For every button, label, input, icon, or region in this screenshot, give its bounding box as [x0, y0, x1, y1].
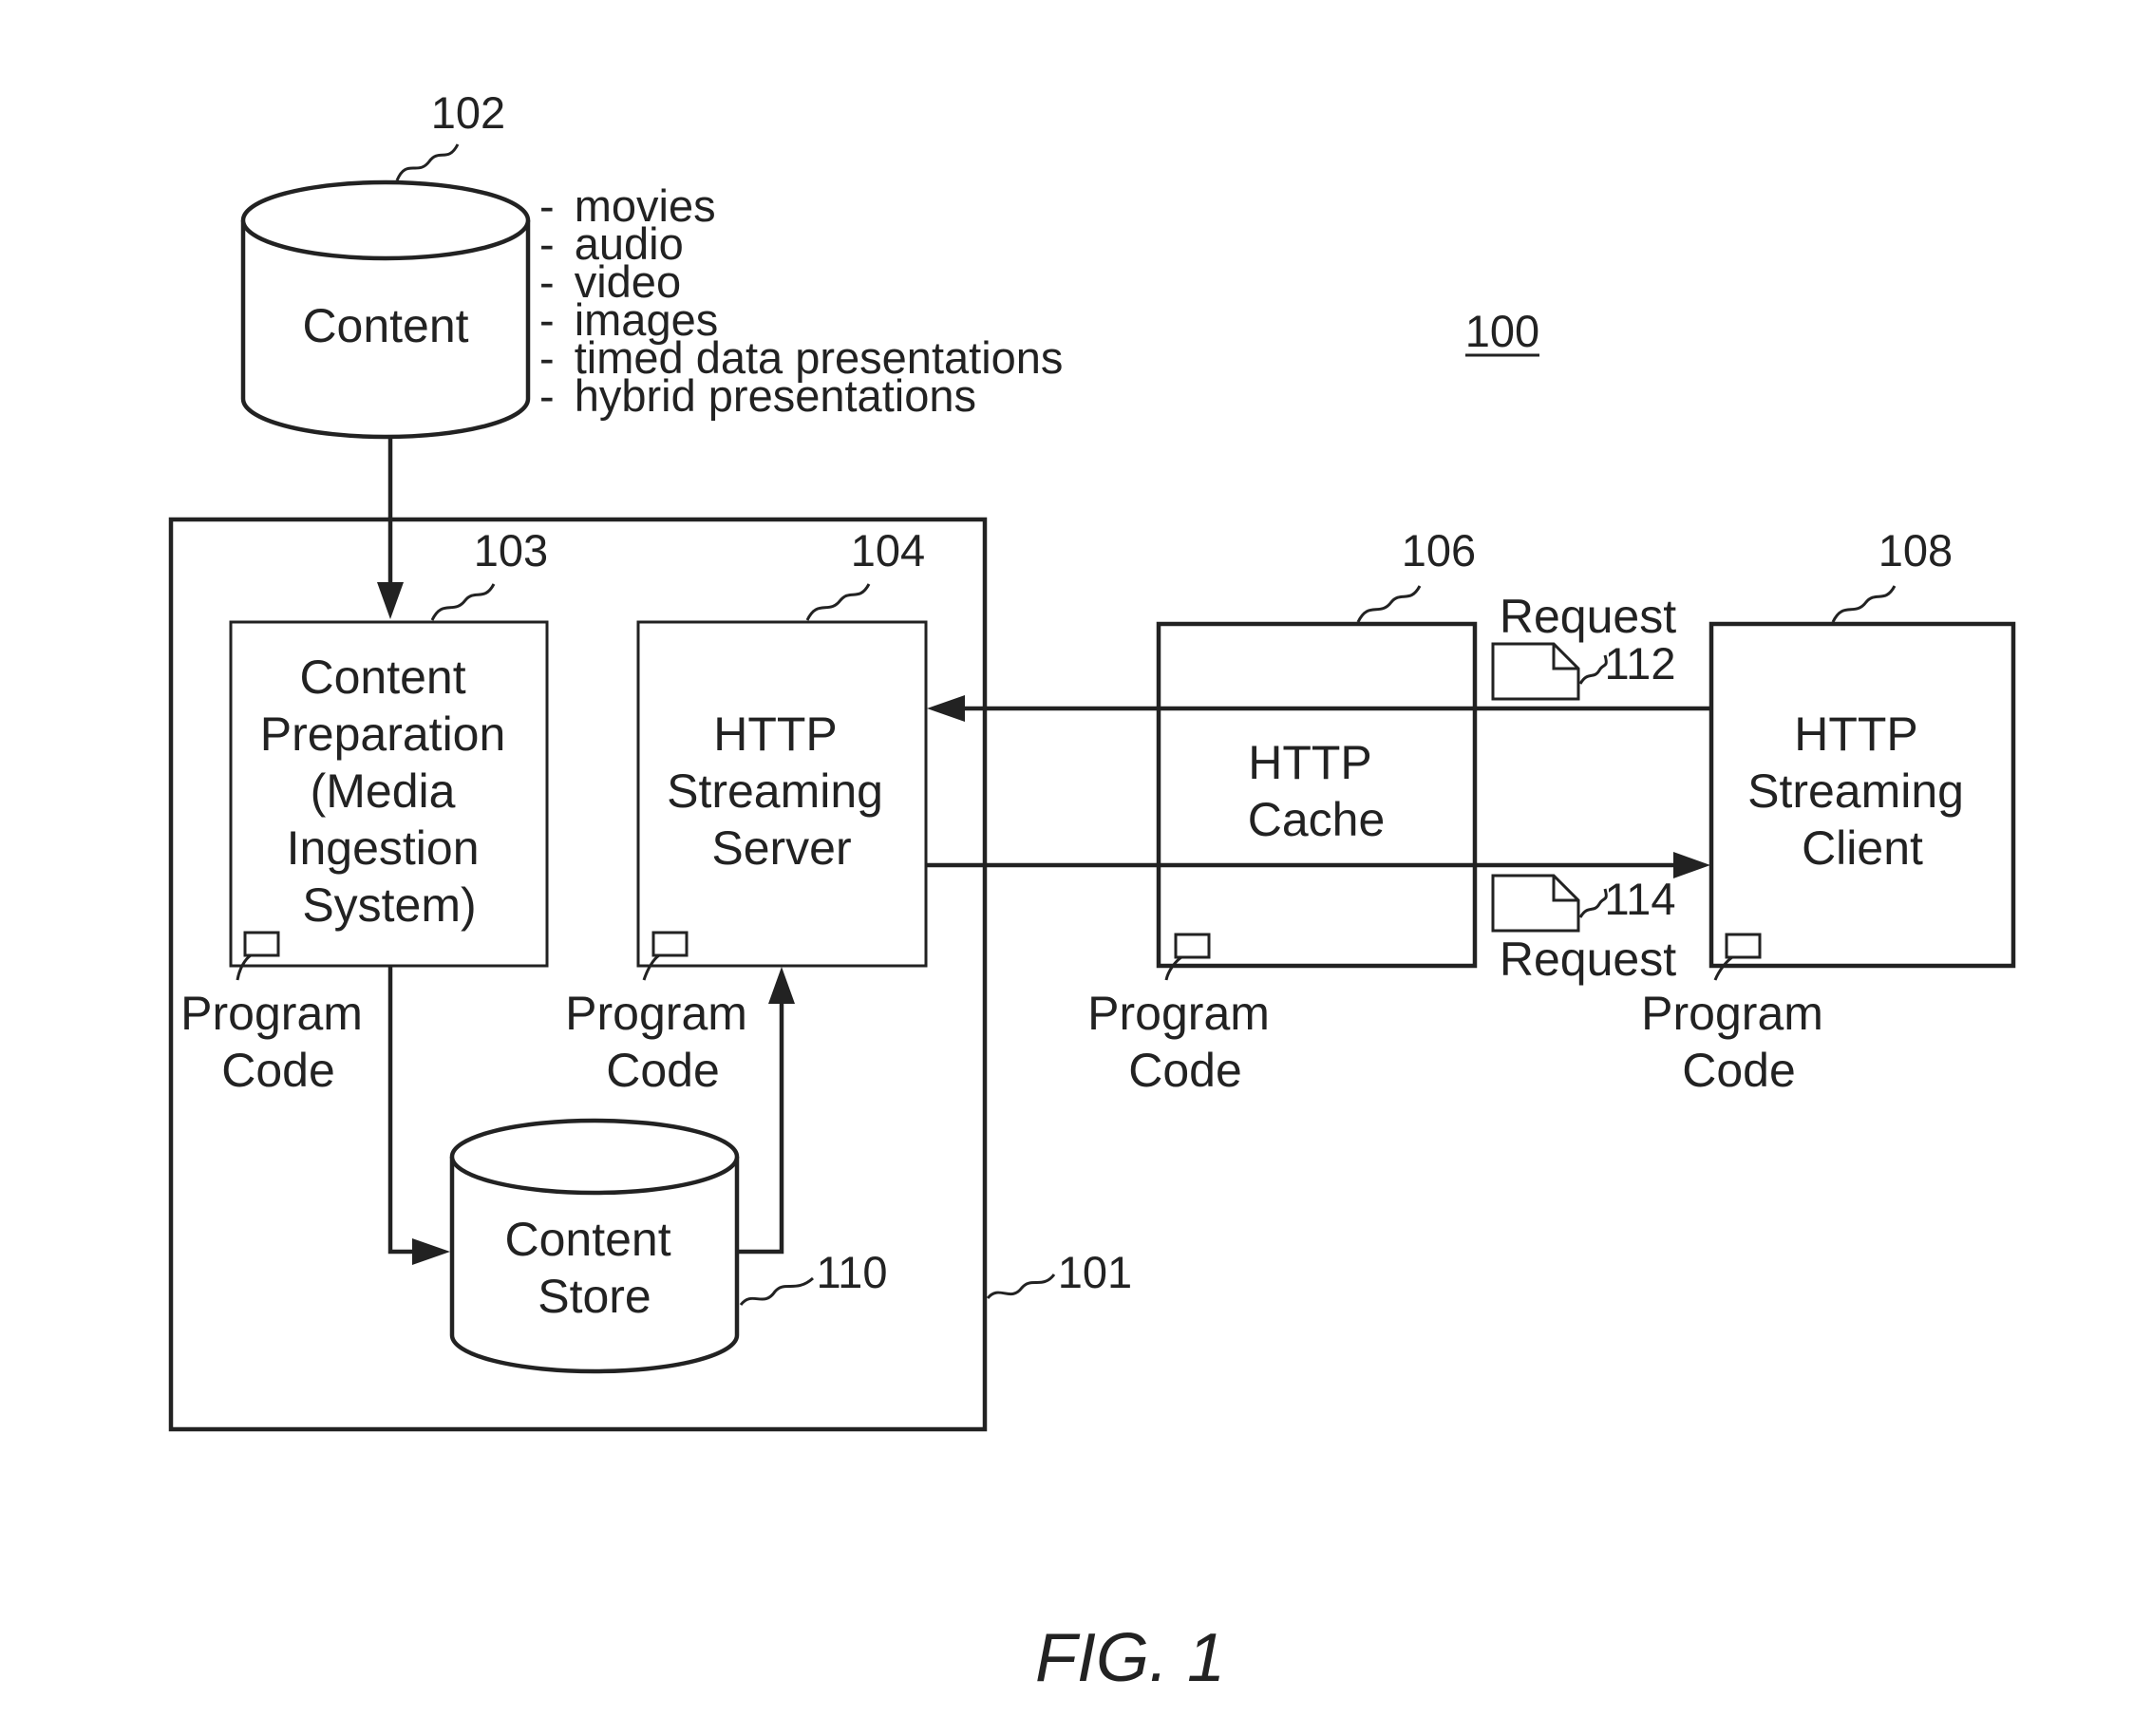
http-streaming-server-box: HTTP Streaming Server — [638, 622, 926, 966]
request-ref: 114 — [1580, 874, 1675, 924]
svg-text:106: 106 — [1402, 525, 1476, 576]
http-cache-box: HTTP Cache — [1159, 624, 1475, 966]
svg-text:110: 110 — [817, 1247, 888, 1297]
content-store-database: Content Store — [452, 1121, 737, 1371]
content-types-list: - movies - audio - video - images - time… — [539, 180, 1063, 421]
request-ref: 112 — [1580, 638, 1675, 689]
content-preparation-box: Content Preparation (Media Ingestion Sys… — [231, 622, 547, 966]
content-database-ref: 102 — [397, 87, 505, 180]
svg-text:112: 112 — [1605, 638, 1676, 689]
svg-text:Program Code: Program Code — [1641, 987, 1837, 1097]
content-type-item: - hybrid presentations — [539, 370, 976, 421]
figure-number: 100 — [1465, 306, 1539, 356]
svg-text:102: 102 — [431, 87, 505, 138]
program-code-icon — [245, 933, 278, 955]
svg-text:114: 114 — [1605, 874, 1676, 924]
http-cache-ref: 106 — [1358, 525, 1476, 622]
program-code-icon — [653, 933, 687, 955]
request-document-icon — [1493, 876, 1578, 931]
http-streaming-client-box: HTTP Streaming Client — [1711, 624, 2013, 966]
request-document-icon — [1493, 644, 1578, 699]
svg-text:101: 101 — [1058, 1247, 1132, 1297]
svg-text:103: 103 — [474, 525, 548, 576]
svg-text:104: 104 — [851, 525, 925, 576]
content-database: Content — [243, 182, 528, 437]
program-code-label: Program Code — [1087, 957, 1283, 1097]
http-streaming-client-ref: 108 — [1833, 525, 1953, 622]
system-box-ref: 101 — [988, 1247, 1132, 1298]
svg-text:Program Code: Program Code — [1087, 987, 1283, 1097]
request-label: Request — [1500, 590, 1676, 643]
svg-text:108: 108 — [1878, 525, 1953, 576]
svg-text:100: 100 — [1465, 306, 1539, 356]
content-database-label: Content — [302, 299, 468, 352]
request-label: Request — [1500, 933, 1676, 986]
arrowhead — [1673, 852, 1710, 878]
program-code-icon — [1727, 934, 1760, 957]
program-code-icon — [1176, 934, 1209, 957]
figure-caption: FIG. 1 — [1035, 1620, 1225, 1696]
